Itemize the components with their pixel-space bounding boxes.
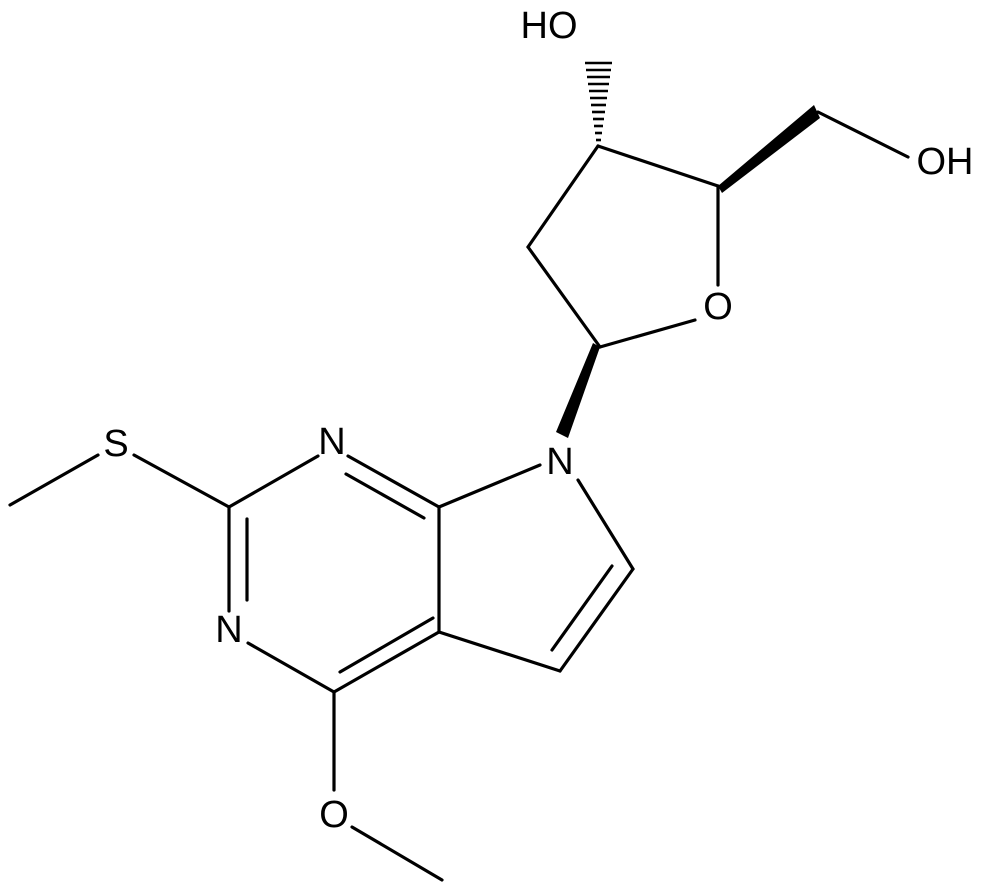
bond-c7a-n-ring	[437, 463, 542, 509]
bonds	[8, 110, 910, 882]
bond-n-left-c4	[246, 641, 336, 694]
bond-c5-c4a	[437, 630, 562, 673]
bond-n-top-c7a-double	[344, 472, 426, 520]
atom-n-left: N	[215, 609, 242, 651]
atom-o-methoxy: O	[319, 794, 349, 836]
bond-c4-c4a-double	[338, 616, 435, 674]
atom-n-top: N	[318, 421, 345, 463]
bond-c5-oh	[816, 110, 910, 159]
atom-oh-right: OH	[917, 141, 974, 183]
atom-labels: S N N N O O HO OH	[103, 5, 973, 836]
bond-s-c2	[132, 453, 231, 509]
bond-c2-n-top	[227, 454, 320, 509]
bond-o-ring-c1	[598, 318, 697, 349]
bond-c2-c3-sugar	[526, 144, 600, 249]
bond-c6-c5	[558, 567, 635, 673]
bond-ch3-s	[8, 453, 100, 507]
atom-oh-top: HO	[521, 5, 578, 47]
bond-c1-c2-sugar	[526, 245, 602, 349]
bond-c4-c4a	[332, 630, 441, 694]
wedge-bonds	[556, 105, 820, 438]
atom-n-ring: N	[546, 441, 573, 483]
bond-c3-c4-sugar	[596, 144, 720, 188]
atom-o-ring: O	[703, 286, 733, 328]
bond-n-ring-c6	[576, 478, 635, 571]
bond-o-methoxy-ch3	[350, 825, 444, 882]
wedge-c1-n	[556, 343, 600, 438]
hash-bond-c3-oh	[585, 61, 612, 142]
bond-c6-c5-double	[550, 564, 614, 652]
bond-n-top-c7a	[346, 454, 441, 509]
wedge-c4-c5	[718, 105, 820, 193]
atom-s: S	[103, 423, 128, 465]
